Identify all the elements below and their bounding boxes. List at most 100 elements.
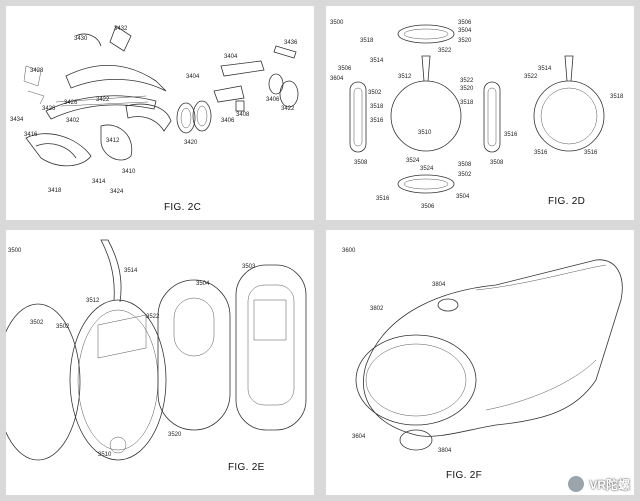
svg-text:3418: 3418 — [48, 188, 62, 194]
svg-text:3506: 3506 — [338, 66, 352, 72]
svg-text:3516: 3516 — [376, 196, 390, 202]
svg-text:3502: 3502 — [368, 90, 382, 96]
svg-text:3522: 3522 — [460, 78, 474, 84]
figure-2d-panel: 3500 3506 3504 3518 3520 3522 3514 3512 … — [326, 6, 634, 220]
svg-text:3412: 3412 — [106, 138, 120, 144]
front-view — [390, 55, 462, 152]
svg-text:3406: 3406 — [221, 118, 235, 124]
svg-text:3512: 3512 — [86, 298, 100, 304]
figure-2d-labels: 3500 3506 3504 3518 3520 3522 3514 3512 … — [330, 20, 624, 210]
svg-text:3422: 3422 — [96, 97, 110, 103]
svg-text:3518: 3518 — [370, 104, 384, 110]
svg-text:3424: 3424 — [110, 189, 124, 195]
svg-text:3506: 3506 — [421, 204, 435, 210]
svg-text:3508: 3508 — [458, 162, 472, 168]
back-view — [533, 55, 605, 152]
svg-text:3502: 3502 — [30, 320, 44, 326]
figure-2c-labels: 3432 3430 3428 3426 3426 3422 3402 3434 … — [10, 26, 298, 195]
figure-2c-caption: FIG. 2C — [164, 202, 201, 213]
svg-text:3506: 3506 — [458, 20, 472, 26]
svg-text:3414: 3414 — [92, 179, 106, 185]
svg-text:3508: 3508 — [490, 160, 504, 166]
svg-text:3518: 3518 — [460, 100, 474, 106]
figure-2f-labels: 3600 3804 3802 3604 3804 — [342, 248, 452, 454]
svg-text:3604: 3604 — [352, 434, 366, 440]
lens-parts — [176, 45, 299, 134]
figure-2f-caption: FIG. 2F — [446, 470, 482, 481]
svg-text:3408: 3408 — [236, 112, 250, 118]
svg-text:3510: 3510 — [98, 452, 112, 458]
svg-text:3516: 3516 — [504, 132, 518, 138]
svg-text:3512: 3512 — [398, 74, 412, 80]
svg-text:3520: 3520 — [460, 86, 474, 92]
svg-text:3522: 3522 — [438, 48, 452, 54]
figure-2e-panel: 3514 3503 3504 3512 3502 3522 3502 3520 … — [6, 230, 314, 495]
svg-text:3522: 3522 — [524, 74, 538, 80]
svg-text:3402: 3402 — [66, 118, 80, 124]
main-disc — [69, 239, 167, 461]
svg-text:3510: 3510 — [418, 130, 432, 136]
svg-text:3514: 3514 — [124, 268, 138, 274]
svg-text:3600: 3600 — [342, 248, 356, 254]
svg-text:3504: 3504 — [196, 281, 210, 287]
svg-text:3516: 3516 — [584, 150, 598, 156]
figure-2f-panel: 3600 3804 3802 3604 3804 FIG. 2F — [326, 230, 634, 495]
svg-text:3502: 3502 — [56, 324, 70, 330]
figure-2e-labels: 3514 3503 3504 3512 3502 3522 3502 3520 … — [8, 248, 256, 458]
right-side-view — [483, 81, 501, 153]
svg-text:3503: 3503 — [242, 264, 256, 270]
svg-text:3420: 3420 — [184, 140, 198, 146]
svg-text:3404: 3404 — [186, 74, 200, 80]
svg-text:3426: 3426 — [42, 106, 56, 112]
svg-text:3422: 3422 — [281, 106, 295, 112]
svg-text:3518: 3518 — [610, 94, 624, 100]
svg-text:3524: 3524 — [406, 158, 420, 164]
svg-text:3426: 3426 — [64, 100, 78, 106]
svg-text:3514: 3514 — [538, 66, 552, 72]
svg-text:3504: 3504 — [456, 194, 470, 200]
svg-text:3502: 3502 — [458, 172, 472, 178]
svg-text:3404: 3404 — [224, 54, 238, 60]
svg-text:3508: 3508 — [354, 160, 368, 166]
outer-shell — [6, 303, 81, 461]
svg-text:3500: 3500 — [330, 20, 344, 26]
svg-text:3804: 3804 — [432, 282, 446, 288]
figure-2d-drawing: 3500 3506 3504 3518 3520 3522 3514 3512 … — [330, 20, 624, 210]
bottom-view — [397, 174, 455, 194]
svg-text:3434: 3434 — [10, 117, 24, 123]
svg-text:3804: 3804 — [438, 448, 452, 454]
left-side-view — [349, 81, 367, 153]
watermark-text: VR陀螺 — [589, 477, 630, 492]
svg-text:3500: 3500 — [8, 248, 22, 254]
figure-2c-panel: 3432 3430 3428 3426 3426 3422 3402 3434 … — [6, 6, 314, 220]
top-view — [397, 24, 455, 44]
figure-2f-drawing: 3600 3804 3802 3604 3804 FIG. 2F — [342, 248, 623, 481]
svg-text:3514: 3514 — [370, 58, 384, 64]
svg-text:3802: 3802 — [370, 306, 384, 312]
figure-2e-caption: FIG. 2E — [228, 462, 265, 473]
controller-body — [355, 259, 623, 451]
svg-text:3436: 3436 — [284, 40, 298, 46]
watermark: VR陀螺 — [567, 475, 630, 493]
figure-2c-drawing: 3432 3430 3428 3426 3426 3422 3402 3434 … — [10, 25, 299, 213]
svg-text:3430: 3430 — [74, 36, 88, 42]
wechat-logo-icon — [567, 475, 586, 493]
svg-text:3524: 3524 — [420, 166, 434, 172]
svg-text:3406: 3406 — [266, 97, 280, 103]
svg-text:3504: 3504 — [458, 28, 472, 34]
inner-frame — [235, 264, 307, 431]
svg-text:3410: 3410 — [122, 169, 136, 175]
svg-text:3416: 3416 — [24, 132, 38, 138]
gasket-ring — [157, 279, 231, 431]
svg-text:3428: 3428 — [30, 68, 44, 74]
svg-text:3516: 3516 — [534, 150, 548, 156]
headset-band — [23, 25, 172, 167]
svg-text:3522: 3522 — [146, 314, 160, 320]
svg-text:3432: 3432 — [114, 26, 128, 32]
svg-text:3520: 3520 — [458, 38, 472, 44]
svg-text:3516: 3516 — [370, 118, 384, 124]
svg-text:3518: 3518 — [360, 38, 374, 44]
figure-2e-drawing: 3514 3503 3504 3512 3502 3522 3502 3520 … — [6, 239, 307, 473]
svg-text:3604: 3604 — [330, 76, 344, 82]
figure-2d-caption: FIG. 2D — [548, 196, 585, 207]
